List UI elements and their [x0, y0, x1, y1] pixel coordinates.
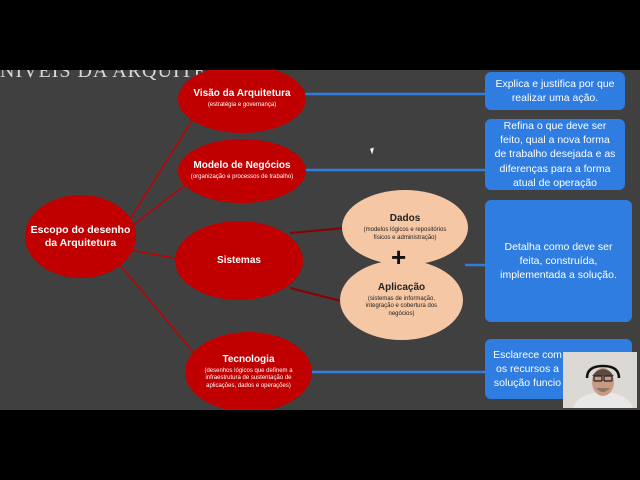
node-tecnologia: Tecnologia (desenhos lógicos que definem… [185, 332, 312, 410]
description-box-modelo: Refina o que deve ser feito, qual a nova… [485, 119, 625, 190]
subnode-subtitle: (sistemas de informação, integração e co… [365, 295, 438, 317]
subnode-aplicacao: Aplicação (sistemas de informação, integ… [340, 260, 463, 340]
subnode-dados: Dados (modelos lógicos e repositórios fí… [342, 190, 468, 265]
presenter-figure [563, 352, 637, 408]
webcam-overlay [563, 352, 637, 408]
plus-sign: + [391, 242, 407, 272]
node-title: Tecnologia [222, 353, 275, 365]
description-box-visao: Explica e justifica por que realizar uma… [485, 72, 625, 110]
node-subtitle: (estratégia e governança) [207, 102, 277, 109]
node-title: Sistemas [217, 254, 261, 266]
node-visao-arquitetura: Visão da Arquitetura (estratégia e gover… [178, 70, 306, 133]
description-box-sistemas: Detalha como deve ser feita, construída,… [485, 200, 632, 322]
subnode-title: Dados [389, 213, 421, 224]
center-node-title: Escopo do desenho da Arquitetura [30, 223, 131, 249]
node-title: Modelo de Negócios [193, 160, 291, 172]
node-title: Visão da Arquitetura [193, 88, 291, 100]
subnode-subtitle: (modelos lógicos e repositórios físicos … [363, 227, 447, 241]
node-subtitle: (desenhos lógicos que definem a infraest… [204, 367, 293, 389]
node-modelo-negocios: Modelo de Negócios (organização e proces… [178, 139, 306, 203]
node-subtitle: (organização e processos de trabalho) [190, 174, 294, 181]
slide: NÍVEIS DA ARQUITETURA Escopo do desenho … [0, 70, 640, 410]
center-node-escopo: Escopo do desenho da Arquitetura [25, 195, 136, 278]
subnode-title: Aplicação [377, 281, 426, 293]
node-sistemas: Sistemas [175, 221, 303, 300]
